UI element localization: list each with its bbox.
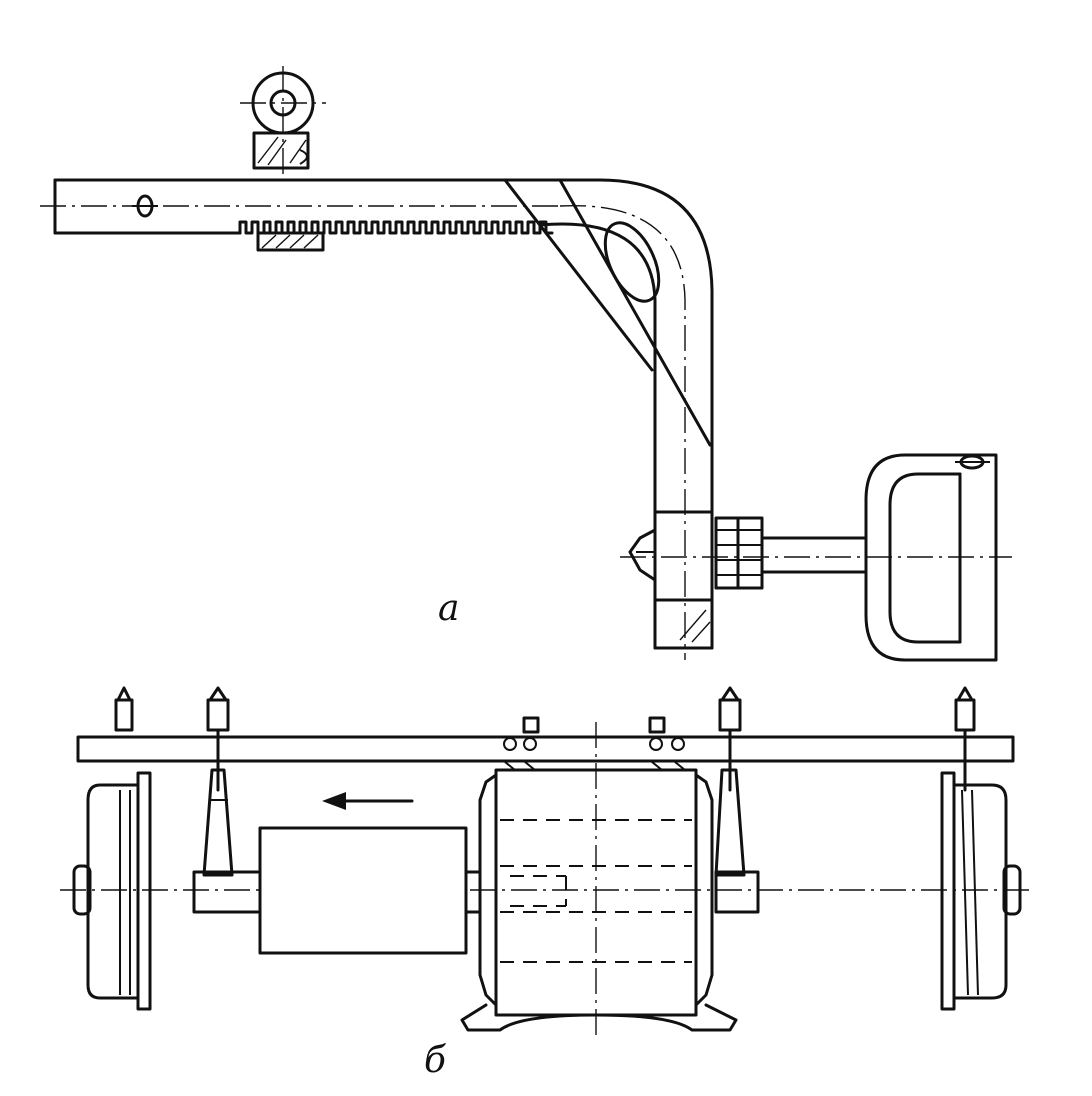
horizontal-beam [76, 735, 1015, 763]
axle [60, 870, 1035, 914]
view-b-label: б [424, 1040, 447, 1081]
direction-arrow [322, 792, 414, 810]
left-end-wheel [72, 771, 152, 1011]
view-b-drawing: б [60, 686, 1035, 1081]
right-end-wheel [940, 771, 1022, 1011]
main-drum [460, 722, 738, 1040]
view-a-drawing: а [40, 66, 1012, 662]
bent-arm [40, 178, 714, 660]
moving-roller [258, 826, 468, 955]
handwheel [864, 453, 998, 662]
hanger-links [202, 768, 746, 877]
drive-shaft [620, 536, 1012, 574]
vertical-leg [653, 378, 714, 650]
pinion-gear [714, 516, 764, 590]
gear-rack [238, 220, 554, 252]
shaft-nut [628, 528, 657, 582]
view-a-label: а [438, 588, 459, 629]
beam-fasteners [114, 686, 976, 792]
eye-bolt [240, 66, 326, 180]
